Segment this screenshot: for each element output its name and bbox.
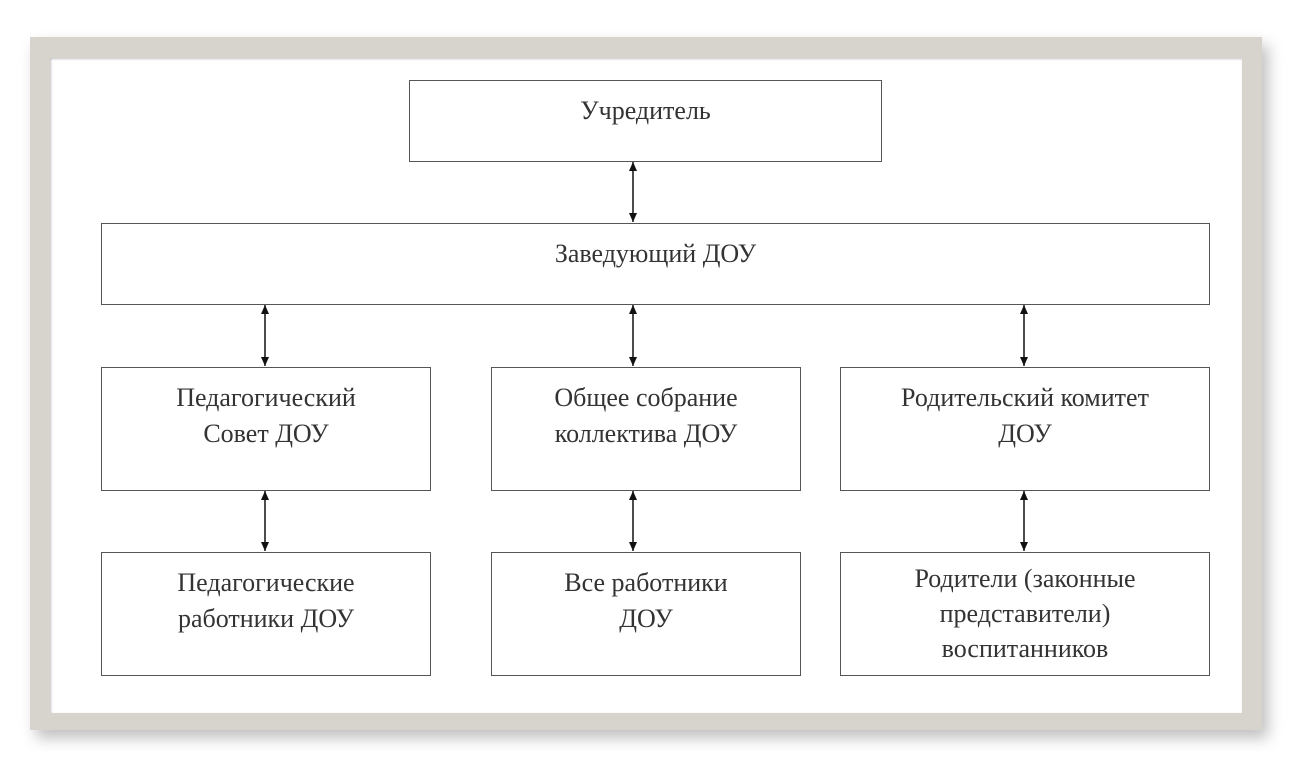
node-label: ДОУ (619, 604, 673, 633)
node-label: воспитанников (941, 634, 1109, 663)
node-label: Родители (законные (914, 564, 1136, 593)
node-label: Родительский комитет (901, 383, 1149, 412)
node-ped-staff: Педагогические работники ДОУ (101, 552, 431, 676)
node-label: Учредитель (580, 96, 711, 125)
node-ped-council: Педагогический Совет ДОУ (101, 367, 431, 491)
node-label: Заведующий ДОУ (554, 239, 757, 268)
node-head: Заведующий ДОУ (101, 223, 1210, 305)
node-parent-committee: Родительский комитет ДОУ (840, 367, 1210, 491)
node-label: ДОУ (998, 419, 1052, 448)
node-label: Педагогические (177, 568, 355, 597)
node-label: коллектива ДОУ (554, 419, 738, 448)
node-label: представители) (939, 599, 1111, 628)
node-label: Все работники (564, 568, 728, 597)
node-all-staff: Все работники ДОУ (491, 552, 801, 676)
node-label: Общее собрание (554, 383, 738, 412)
node-parents: Родители (законные представители) воспит… (840, 552, 1210, 676)
node-label: Педагогический (176, 383, 356, 412)
node-founder: Учредитель (409, 80, 882, 162)
node-general-meeting: Общее собрание коллектива ДОУ (491, 367, 801, 491)
node-label: Совет ДОУ (203, 419, 329, 448)
node-label: работники ДОУ (177, 604, 355, 633)
